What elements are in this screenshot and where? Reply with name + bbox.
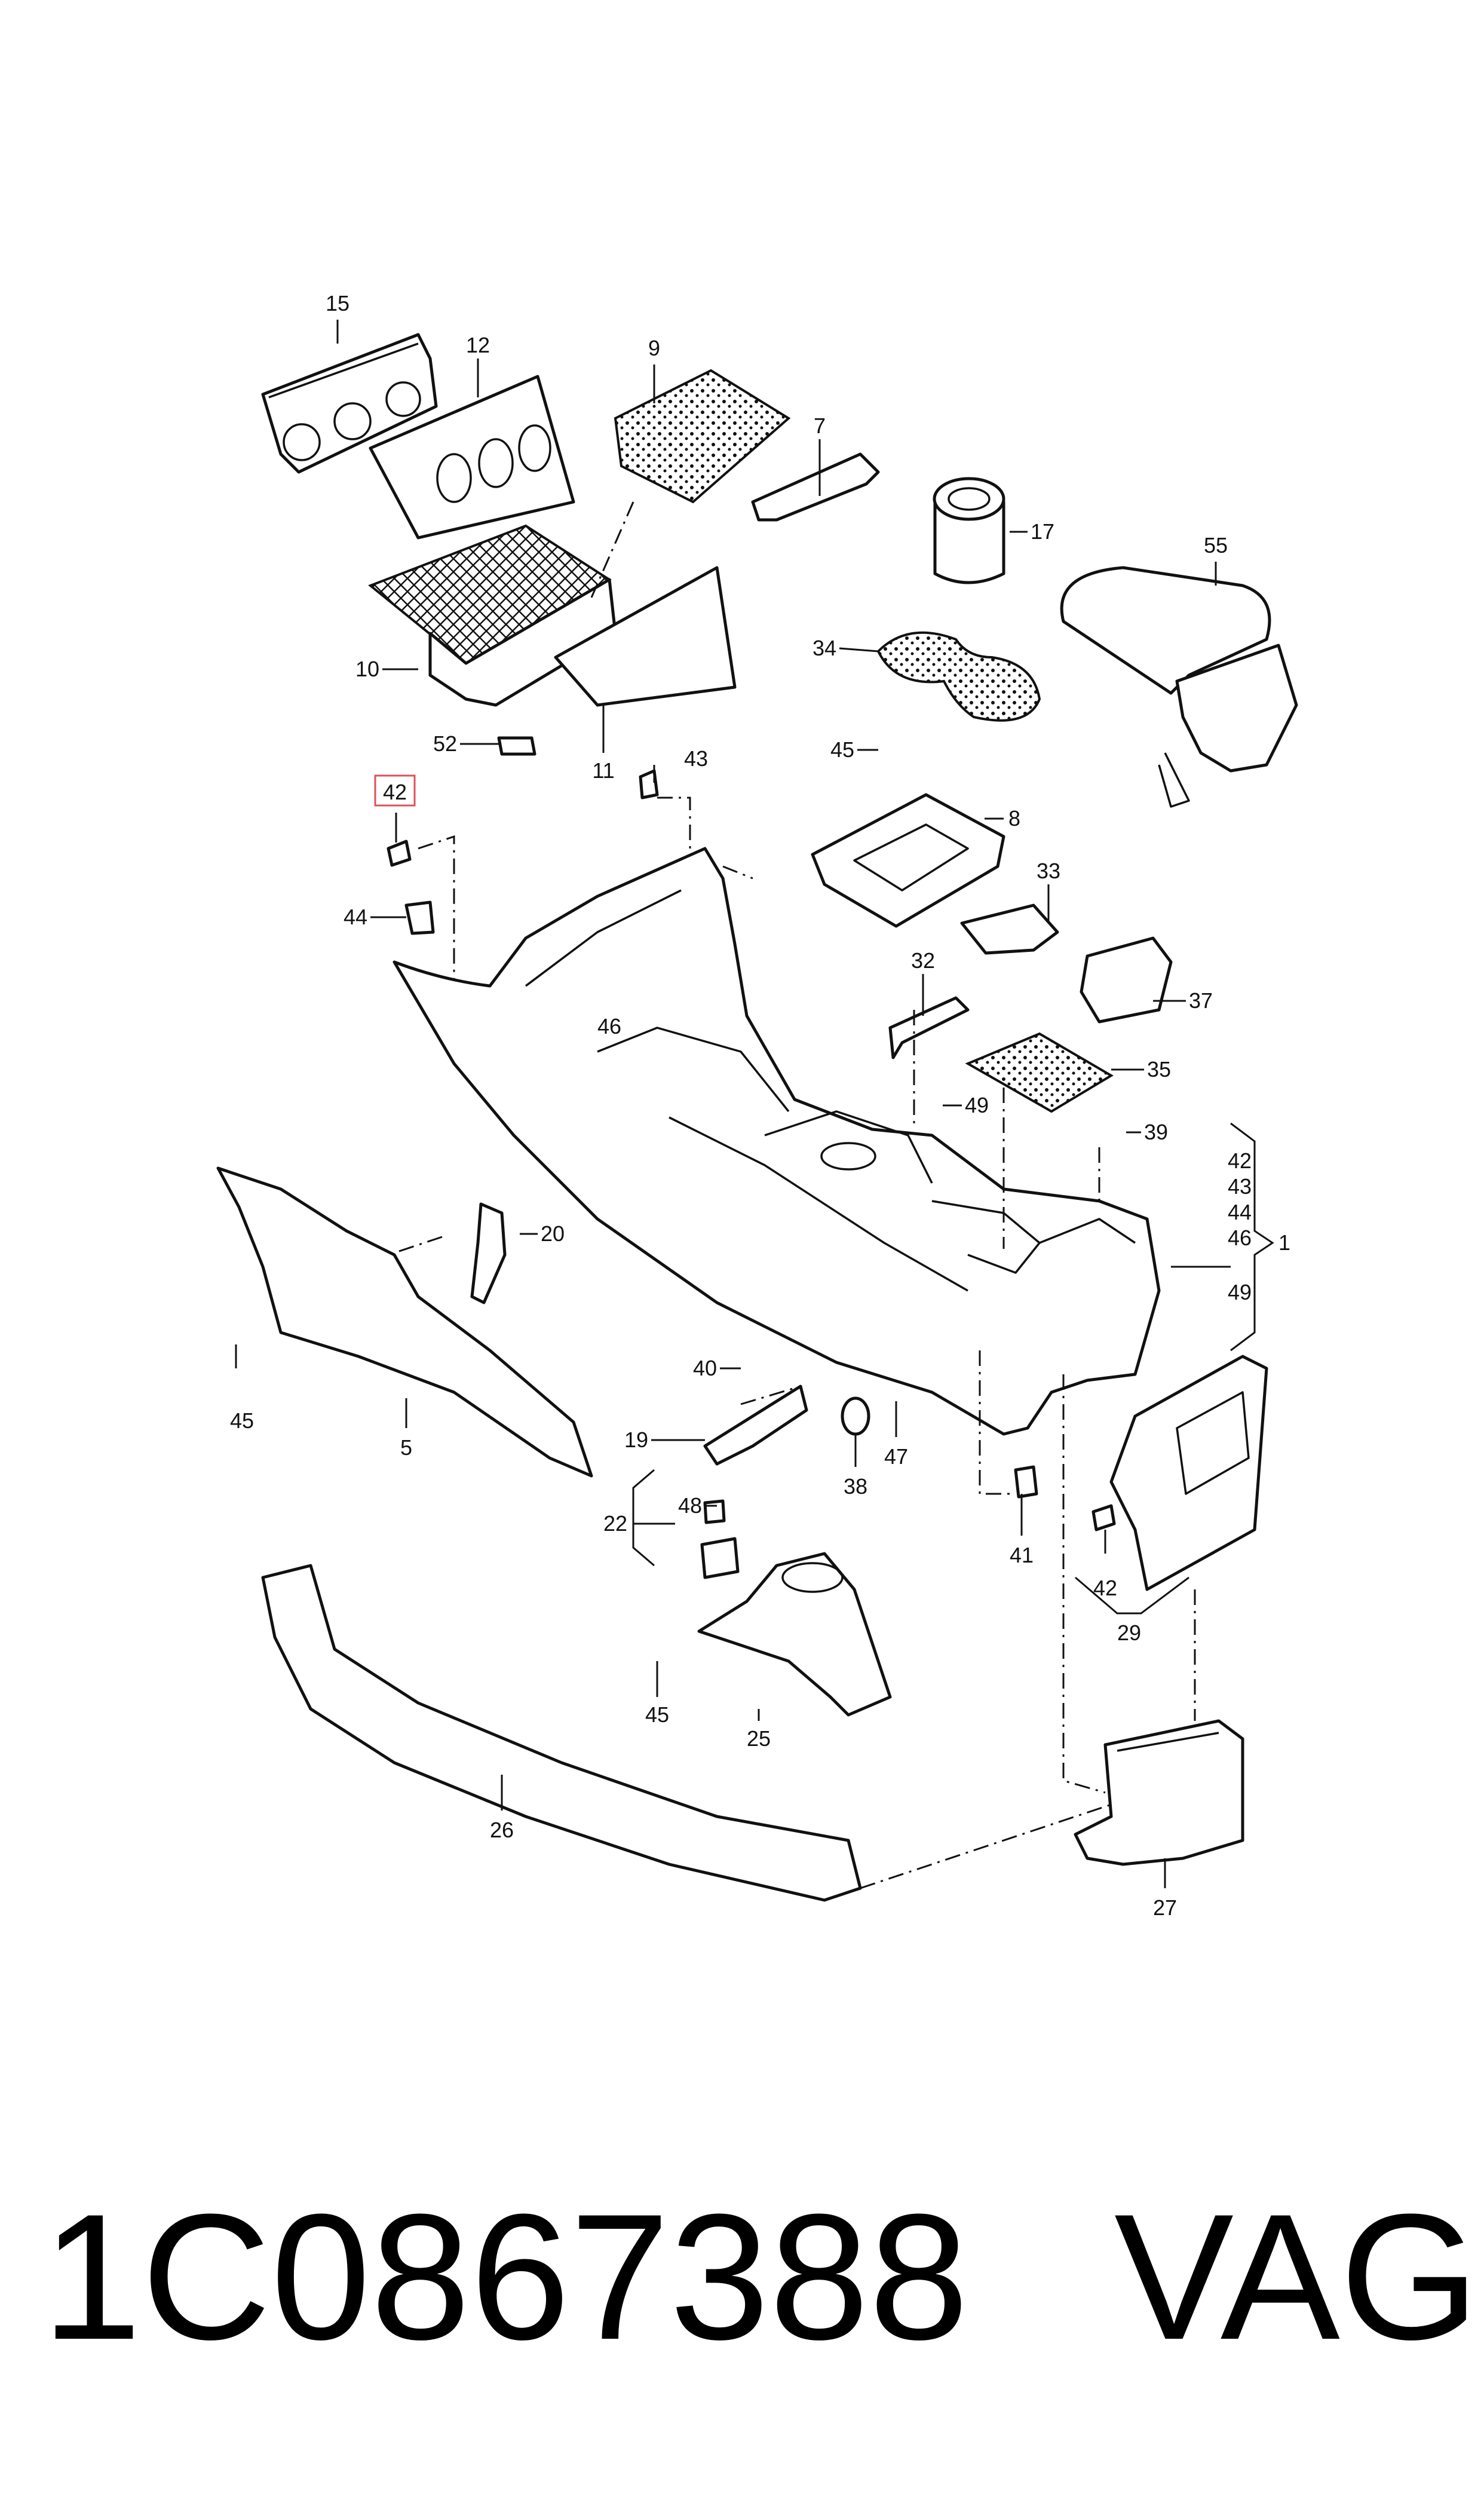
part-15-climate-control xyxy=(261,333,438,474)
part-42-clip xyxy=(387,840,412,867)
part-48-clip xyxy=(703,1499,726,1524)
brand-label: VAG xyxy=(1114,2176,1480,2377)
part-38-cap xyxy=(841,1396,870,1436)
callout-45-left: 45 xyxy=(230,1408,254,1433)
callout-32: 32 xyxy=(911,948,935,973)
callout-34: 34 xyxy=(812,636,836,660)
part-20-bracket xyxy=(470,1202,507,1304)
part-11-cover-panel xyxy=(554,566,737,707)
part-43-clip xyxy=(639,769,659,799)
callout-39: 39 xyxy=(1144,1120,1168,1144)
callout-42-lower: 42 xyxy=(1093,1576,1117,1600)
part-17-cup-insert xyxy=(933,477,1005,584)
callout-33: 33 xyxy=(1037,859,1060,883)
callout-46: 46 xyxy=(597,1014,621,1039)
part-55-armrest xyxy=(1060,566,1298,808)
highlight-box-42 xyxy=(374,774,416,807)
callout-27: 27 xyxy=(1153,1895,1177,1920)
callout-12: 12 xyxy=(466,333,490,357)
callout-47: 47 xyxy=(884,1444,908,1469)
part-37-bracket xyxy=(1080,936,1173,1024)
callout-55: 55 xyxy=(1204,533,1228,557)
group-1-item: 46 xyxy=(1228,1226,1252,1250)
leader-lines xyxy=(235,320,1274,1888)
part-33-cover xyxy=(960,903,1059,955)
part-27-rear-duct xyxy=(1074,1719,1244,1866)
callout-42: 42 xyxy=(383,780,407,804)
callout-11: 11 xyxy=(592,758,614,783)
part-22-bracket xyxy=(700,1537,740,1579)
callout-37: 37 xyxy=(1189,988,1213,1013)
group-1-item: 43 xyxy=(1228,1174,1252,1199)
part-42-lower-clip xyxy=(1091,1504,1116,1531)
part-29-rear-vent xyxy=(1109,1355,1268,1591)
callout-22: 22 xyxy=(603,1511,627,1536)
part-number-label: 1C0867388 xyxy=(42,2176,969,2377)
part-35-mat xyxy=(965,1032,1114,1113)
part-34-cup-mat xyxy=(876,631,1041,722)
callout-labels: 15 12 9 7 17 55 34 10 52 11 42 44 43 45 … xyxy=(230,291,1290,1920)
part-5-side-panel xyxy=(216,1166,593,1478)
callout-45-bottom: 45 xyxy=(645,1702,669,1727)
callout-8: 8 xyxy=(1008,806,1020,831)
part-32-bracket xyxy=(888,996,970,1059)
part-7-trim-strip xyxy=(751,452,880,522)
callout-49: 49 xyxy=(965,1093,989,1117)
callout-40: 40 xyxy=(693,1356,717,1380)
part-19-bracket xyxy=(703,1384,808,1466)
callout-44: 44 xyxy=(344,905,367,929)
footer: 1C0867388 VAG xyxy=(0,2187,1484,2438)
callout-45-top: 45 xyxy=(830,737,854,762)
callout-26: 26 xyxy=(490,1818,514,1842)
part-9-storage-mat xyxy=(614,369,791,504)
callout-38: 38 xyxy=(844,1474,867,1499)
exploded-parts-diagram: 15 12 9 7 17 55 34 10 52 11 42 44 43 45 … xyxy=(216,291,1298,1920)
group-1-item: 49 xyxy=(1228,1280,1252,1304)
group-1-item: 44 xyxy=(1228,1200,1252,1224)
part-25-shifter-housing xyxy=(697,1552,892,1717)
callout-41: 41 xyxy=(1010,1543,1034,1567)
callout-9: 9 xyxy=(648,336,660,360)
callout-17: 17 xyxy=(1031,519,1054,544)
group-1-item: 42 xyxy=(1228,1148,1252,1173)
callout-5: 5 xyxy=(400,1435,412,1460)
part-8-shifter-trim xyxy=(811,793,1005,928)
callout-52: 52 xyxy=(433,731,457,756)
part-52-clip xyxy=(497,736,536,756)
callout-25: 25 xyxy=(747,1726,771,1751)
part-10-storage-tray xyxy=(368,524,617,707)
part-12-trim-frame xyxy=(369,375,575,540)
callout-19: 19 xyxy=(624,1428,648,1452)
part-44-clip xyxy=(404,900,435,935)
callout-20: 20 xyxy=(541,1221,565,1246)
callout-7: 7 xyxy=(814,413,826,438)
callout-10: 10 xyxy=(355,657,379,681)
part-41-clip xyxy=(1014,1465,1038,1499)
callout-35: 35 xyxy=(1147,1057,1171,1082)
callout-48: 48 xyxy=(678,1493,702,1518)
callout-29: 29 xyxy=(1117,1621,1141,1645)
callout-43: 43 xyxy=(684,746,708,771)
assembly-lines xyxy=(388,501,1196,1889)
callout-1: 1 xyxy=(1278,1230,1290,1255)
callout-15: 15 xyxy=(326,291,349,315)
